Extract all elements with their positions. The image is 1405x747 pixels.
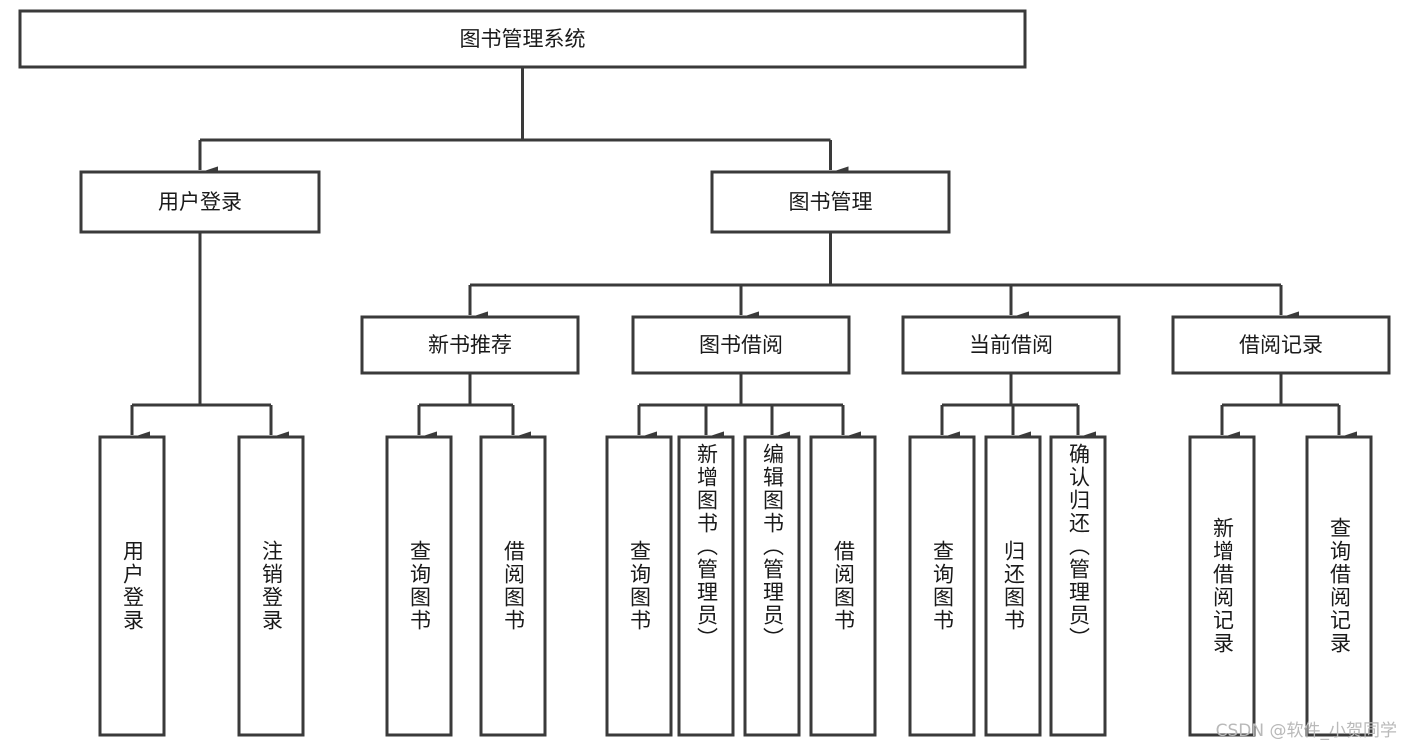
node-box-leaf-return-book[interactable] [984, 435, 1042, 737]
node-box-leaf-borrow-book-1[interactable] [479, 435, 547, 737]
node-box-borrow-record[interactable] [1171, 315, 1391, 375]
node-box-leaf-user-login[interactable] [98, 435, 166, 737]
node-box-leaf-query-record[interactable] [1305, 435, 1373, 737]
box-layer [18, 9, 1391, 737]
edge-layer [114, 67, 1357, 456]
node-box-user-login[interactable] [79, 170, 321, 234]
node-label-borrow-record: 借阅记录 [1239, 333, 1323, 357]
node-box-leaf-add-book[interactable] [677, 435, 735, 737]
node-label-root: 图书管理系统 [460, 27, 586, 51]
node-box-book-borrow[interactable] [631, 315, 851, 375]
node-box-leaf-query-book-2[interactable] [605, 435, 673, 737]
node-box-leaf-confirm-return[interactable] [1049, 435, 1107, 737]
node-box-current-borrow[interactable] [901, 315, 1121, 375]
node-box-new-book-recommend[interactable] [360, 315, 580, 375]
node-label-current-borrow: 当前借阅 [969, 333, 1053, 357]
node-box-root[interactable] [18, 9, 1027, 69]
node-box-leaf-user-logout[interactable] [237, 435, 305, 737]
node-box-leaf-query-book-1[interactable] [385, 435, 453, 737]
node-box-leaf-add-record[interactable] [1188, 435, 1256, 737]
node-label-user-login: 用户登录 [158, 190, 242, 214]
node-box-leaf-query-book-3[interactable] [908, 435, 976, 737]
node-label-book-borrow: 图书借阅 [699, 333, 783, 357]
node-label-new-book-recommend: 新书推荐 [428, 333, 512, 357]
node-label-book-manage: 图书管理 [789, 190, 873, 214]
node-box-book-manage[interactable] [710, 170, 951, 234]
node-box-leaf-edit-book[interactable] [743, 435, 801, 737]
node-box-leaf-borrow-book-2[interactable] [809, 435, 877, 737]
